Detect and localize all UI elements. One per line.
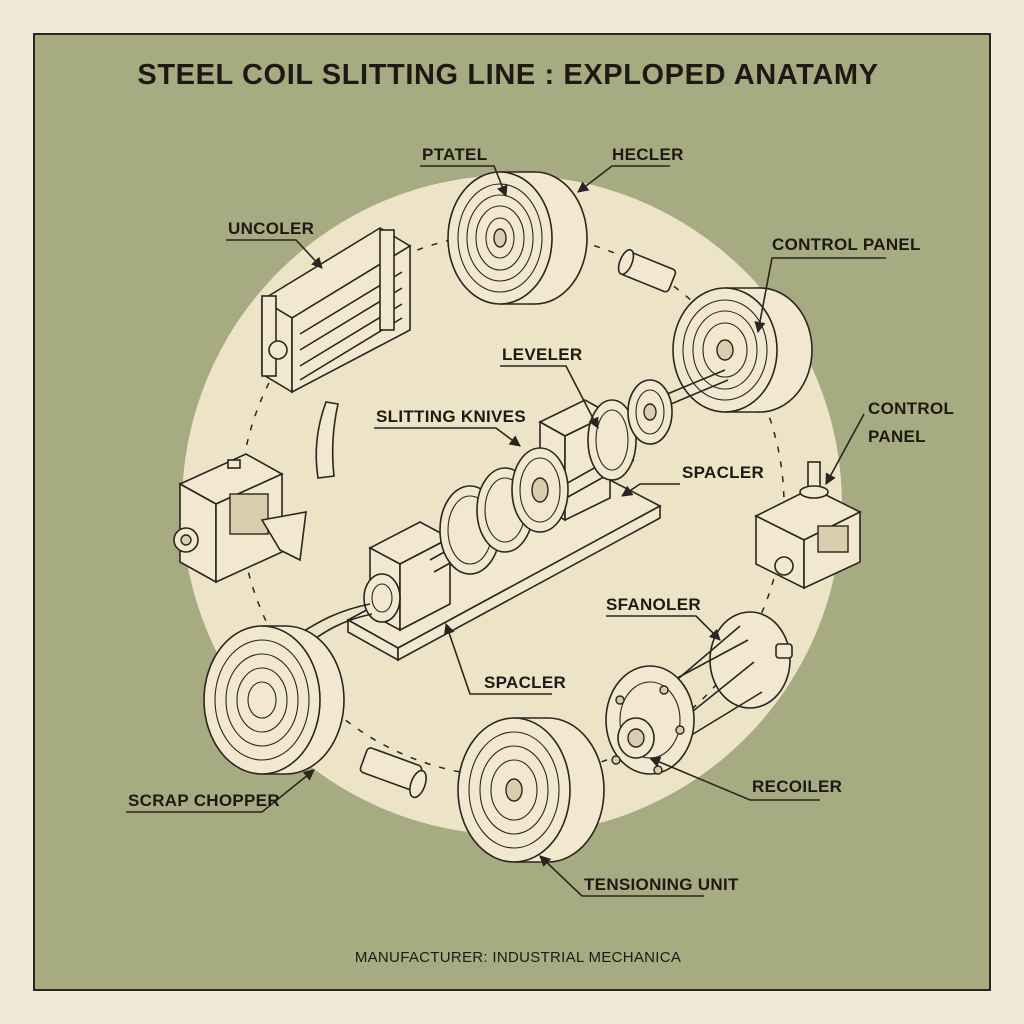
- scrap-coil: [203, 625, 345, 775]
- spacer-pin-bottom: [359, 747, 427, 799]
- label-uncoiler: UNCOLER: [228, 219, 314, 238]
- footer-manufacturer: MANUFACTURER: INDUSTRIAL MECHANICA: [355, 949, 681, 966]
- slitter-assembly: [289, 379, 673, 662]
- control-panel-box: [754, 461, 862, 590]
- curved-guide: [315, 401, 339, 479]
- uncoiler: [260, 227, 412, 394]
- label-ptatel: PTATEL: [422, 145, 487, 164]
- label-recoiler: RECOILER: [752, 777, 842, 796]
- label-tensioning-unit: TENSIONING UNIT: [584, 875, 739, 894]
- label-control-panel-top: CONTROL PANEL: [772, 235, 921, 254]
- label-control-panel-right-line2: PANEL: [868, 427, 926, 446]
- label-control-panel-right-line1: CONTROL: [868, 399, 954, 418]
- label-sfanoler: SFANOLER: [606, 595, 701, 614]
- callout-lines: [126, 165, 886, 897]
- label-slitting-knives: SLITTING KNIVES: [376, 407, 526, 426]
- label-spacler-bottom: SPACLER: [484, 673, 566, 692]
- label-leveler: LEVELER: [502, 345, 583, 364]
- top-coil: [447, 171, 588, 305]
- right-coil: [672, 287, 813, 413]
- scrap-chopper-box: [173, 453, 307, 584]
- recoiler-spool: [605, 611, 793, 775]
- label-hecler: HECLER: [612, 145, 684, 164]
- tensioning-coil: [457, 717, 605, 863]
- label-scrap-chopper: SCRAP CHOPPER: [128, 791, 280, 810]
- label-spacler-right: SPACLER: [682, 463, 764, 482]
- diagram-title: STEEL COIL SLITTING LINE : EXPLOPED ANAT…: [137, 59, 878, 91]
- spacer-pin-top: [617, 248, 677, 293]
